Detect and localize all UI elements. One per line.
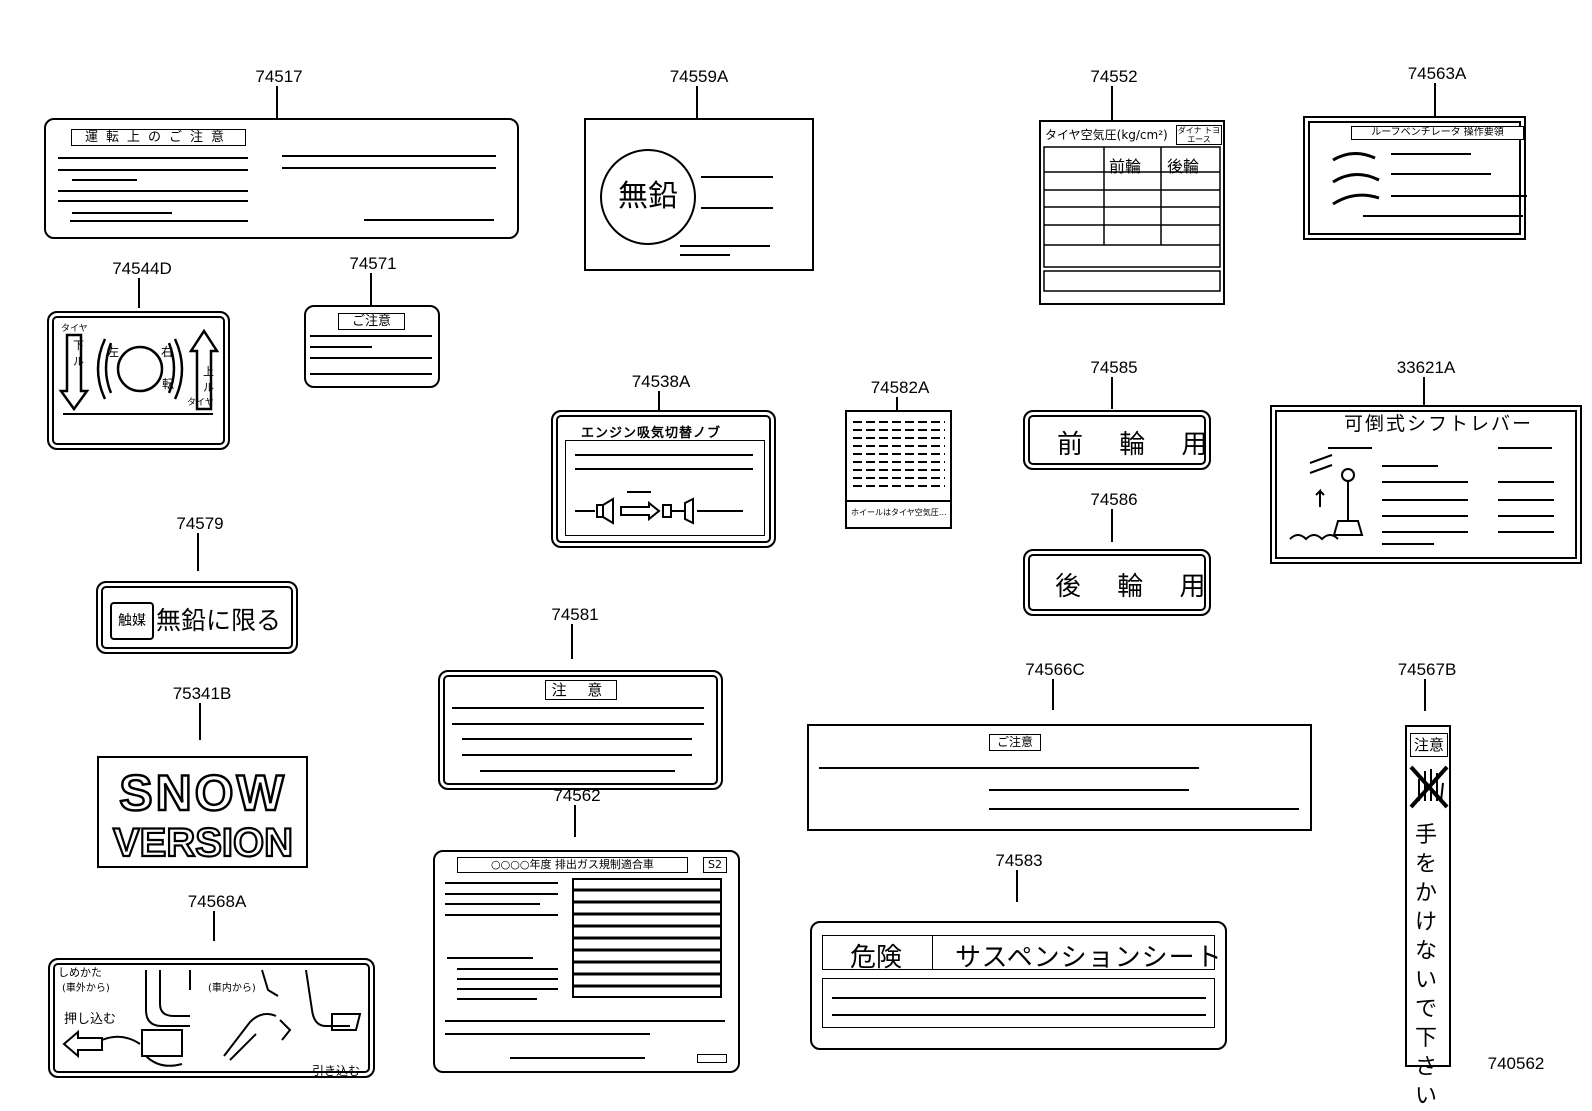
part-number: 74544D xyxy=(112,259,172,278)
pressure-table xyxy=(1043,146,1221,292)
tire-jack-rotation-icon xyxy=(58,328,220,412)
label-74579: 触媒 無鉛に限る xyxy=(96,581,298,654)
part-number: 74552 xyxy=(1090,67,1138,86)
tire-text: タイヤ xyxy=(187,398,214,408)
part-number: 74581 xyxy=(551,605,599,624)
part-number: 74562 xyxy=(553,786,601,805)
label-74585: 前 輪 用 xyxy=(1023,410,1211,470)
pull-in-text: 引き込む xyxy=(312,1064,361,1078)
front-wheel-column: 前輪 xyxy=(1109,157,1142,176)
label-74568A: しめかた (車外から) (車内から) 押し込む 引き込む xyxy=(48,958,375,1078)
label-74583: 危険 サスペンションシート xyxy=(810,921,1227,1050)
logo-line1: SNOW xyxy=(119,765,287,821)
part-number: 75341B xyxy=(172,684,232,703)
label-74586: 後 輪 用 xyxy=(1023,549,1211,616)
suspension-seat-text: サスペンションシート xyxy=(955,943,1223,973)
unleaded-only-text: 無鉛に限る xyxy=(156,606,282,635)
label-header: 注 意 xyxy=(545,680,617,700)
part-number: 74582A xyxy=(870,378,930,397)
unleaded-circle: 無鉛 xyxy=(600,149,696,245)
catalyst-badge: 触媒 xyxy=(110,602,154,640)
down-text: 下ル xyxy=(73,339,84,368)
label-74552: タイヤ空気圧(kg/cm²) ダイナ トヨエース 前輪 後輪 xyxy=(1039,120,1225,305)
part-number: 33621A xyxy=(1396,358,1456,377)
door-closing-illustration xyxy=(62,969,362,1067)
tire-text: タイヤ xyxy=(61,324,88,334)
label-74567B: 注意 手をかけないで下さい xyxy=(1405,725,1451,1109)
label-33621A: 可倒式シフトレバー xyxy=(1270,405,1582,564)
diagram-id: 740562 xyxy=(1487,1054,1545,1073)
from-inside-text: (車内から) xyxy=(208,983,256,994)
label-header: ご注意 xyxy=(338,313,405,330)
label-corner: ダイナ トヨエース xyxy=(1176,125,1222,145)
label-header: 注意 xyxy=(1410,733,1448,757)
label-header: ルーフベンチレータ 操作要領 xyxy=(1351,126,1524,140)
label-75341B: SNOW VERSION xyxy=(97,756,308,868)
part-number: 74566C xyxy=(1025,660,1085,679)
label-74517: 運転上のご注意 xyxy=(44,118,519,239)
up-text: 上ル xyxy=(203,365,214,394)
label-title: タイヤ空気圧(kg/cm²) xyxy=(1045,128,1168,142)
from-outside-text: (車外から) xyxy=(62,983,110,994)
rear-wheel-column: 後輪 xyxy=(1167,157,1200,176)
label-code: S2 xyxy=(703,857,727,873)
rear-wheel-text: 後 輪 用 xyxy=(1055,572,1220,602)
label-header: ○○○○年度 排出ガス規制適合車 xyxy=(457,857,688,873)
part-number: 74559A xyxy=(669,67,729,86)
label-74544D: タイヤ 下ル 左 右 転 上ル タイヤ xyxy=(47,311,230,450)
spec-table xyxy=(572,878,722,998)
part-number: 74567B xyxy=(1397,660,1457,679)
part-number: 74517 xyxy=(255,67,303,86)
danger-text: 危険 xyxy=(850,943,903,973)
part-number: 74563A xyxy=(1407,64,1467,83)
dashed-lines-block xyxy=(853,421,945,487)
label-header: 可倒式シフトレバー xyxy=(1344,413,1534,435)
ventilator-arrows-icon xyxy=(1332,152,1380,206)
front-wheel-text: 前 輪 用 xyxy=(1057,430,1222,460)
label-74563A: ルーフベンチレータ 操作要領 xyxy=(1303,116,1527,240)
label-header: エンジン吸気切替ノブ xyxy=(581,426,722,441)
shift-lever-icon xyxy=(1289,454,1364,541)
label-74566C: ご注意 xyxy=(807,724,1312,831)
label-header: ご注意 xyxy=(989,734,1041,751)
label-74538A: エンジン吸気切替ノブ xyxy=(551,410,776,548)
label-74559A: 無鉛 xyxy=(584,118,814,271)
no-hands-icon xyxy=(1409,765,1449,809)
part-number: 74538A xyxy=(631,372,691,391)
part-number: 74568A xyxy=(187,892,247,911)
part-number: 74579 xyxy=(176,514,224,533)
do-not-hold-text: 手をかけないで下さい xyxy=(1415,823,1438,1109)
part-number: 74585 xyxy=(1090,358,1138,377)
label-74571: ご注意 xyxy=(304,305,440,388)
intake-switch-icon xyxy=(575,497,743,525)
turn-text: 転 xyxy=(162,377,175,391)
label-74582A: ホイールはタイヤ空気圧… xyxy=(845,410,952,529)
logo-line2: VERSION xyxy=(113,821,293,865)
part-number: 74583 xyxy=(995,851,1043,870)
right-text: 右 xyxy=(161,345,174,359)
label-74562: ○○○○年度 排出ガス規制適合車 S2 xyxy=(433,850,740,1073)
label-74581: 注 意 xyxy=(438,670,723,790)
how-to-close-text: しめかた xyxy=(58,966,102,979)
label-header: 運転上のご注意 xyxy=(71,129,246,146)
part-number: 74571 xyxy=(349,254,397,273)
snow-version-logo: SNOW VERSION xyxy=(112,764,294,866)
push-in-text: 押し込む xyxy=(64,1012,117,1027)
label-footer: ホイールはタイヤ空気圧… xyxy=(851,508,947,517)
part-number: 74586 xyxy=(1090,490,1138,509)
left-text: 左 xyxy=(107,345,120,359)
